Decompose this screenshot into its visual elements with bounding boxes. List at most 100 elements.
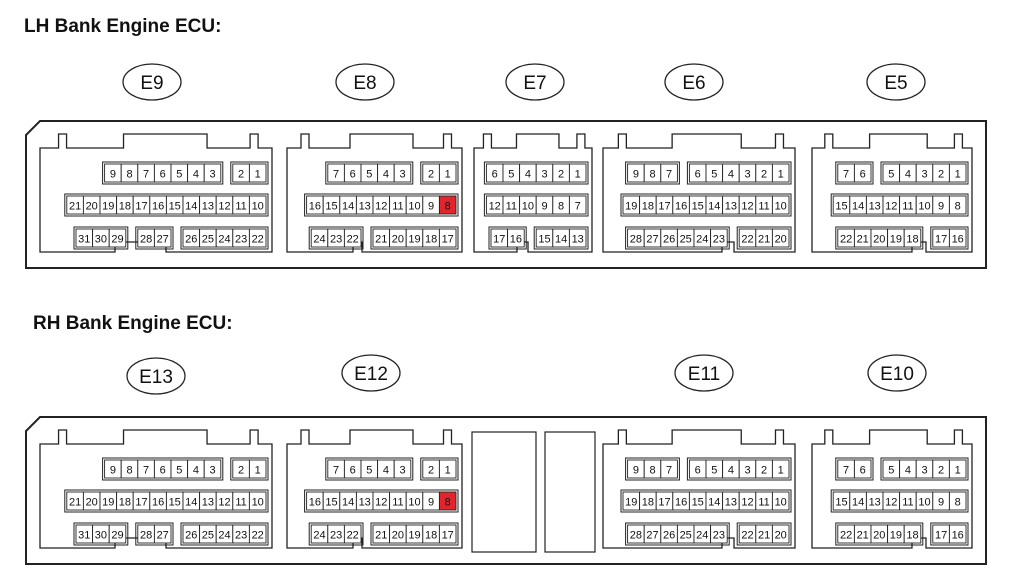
pin-number: 31 <box>78 234 90 246</box>
pin-cell <box>660 163 678 183</box>
pin-number: 12 <box>218 201 230 213</box>
pin-number: 7 <box>143 465 149 477</box>
pin-number: 16 <box>675 201 687 213</box>
pin-number: 22 <box>840 530 852 542</box>
pin-number: 21 <box>857 530 869 542</box>
pin-cell <box>438 459 457 479</box>
connector-label: E13 <box>139 367 173 388</box>
pin-cell <box>393 163 412 183</box>
pin-number: 15 <box>325 497 337 509</box>
connector-label-ellipse <box>867 354 927 392</box>
pin-number: 20 <box>873 530 885 542</box>
pin-row-frame <box>736 522 792 546</box>
pin-number: 5 <box>508 169 514 181</box>
pin-number: 29 <box>111 234 123 246</box>
pin-cell <box>248 491 267 511</box>
pin-number: 3 <box>209 169 215 181</box>
pin-number: 30 <box>95 234 107 246</box>
pin-row-frame <box>620 193 792 217</box>
pin-number: 19 <box>625 497 637 509</box>
pin-cell <box>153 524 172 544</box>
pin-number: 10 <box>918 201 930 213</box>
pin-cell <box>771 163 790 183</box>
pin-number: 4 <box>193 169 199 181</box>
pin-number: 4 <box>193 465 199 477</box>
pin-row-frame <box>230 161 269 185</box>
pin-number: 4 <box>905 169 911 181</box>
pin-number: 4 <box>905 465 911 477</box>
pin-cell <box>108 524 127 544</box>
pin-cell <box>853 459 872 479</box>
connector-label-ellipse <box>866 63 926 101</box>
connector-label: E9 <box>140 73 163 94</box>
pin-cell <box>771 228 790 248</box>
pin-number: 3 <box>209 465 215 477</box>
pin-number: 25 <box>680 530 692 542</box>
pin-number: 5 <box>176 169 182 181</box>
pin-number: 20 <box>86 201 98 213</box>
pin-number: 19 <box>408 530 420 542</box>
pin-row-frame <box>625 226 730 250</box>
pin-number: 18 <box>906 530 918 542</box>
pin-number: 10 <box>522 201 534 213</box>
pin-number: 6 <box>695 169 701 181</box>
pin-cell <box>771 524 790 544</box>
pin-row-frame <box>686 161 792 185</box>
pin-number: 14 <box>185 497 197 509</box>
pin-number: 28 <box>630 530 642 542</box>
pin-number: 16 <box>675 497 687 509</box>
pin-number: 17 <box>658 497 670 509</box>
pin-number: 23 <box>235 530 247 542</box>
pin-row-frame <box>230 457 269 481</box>
pin-number: 8 <box>649 169 655 181</box>
pin-number: 21 <box>69 201 81 213</box>
pin-number: 4 <box>383 465 389 477</box>
pin-number: 9 <box>938 201 944 213</box>
connector-housing <box>811 133 973 253</box>
pin-number: 2 <box>428 169 434 181</box>
pin-row-frame <box>420 457 459 481</box>
pin-number: 24 <box>218 234 230 246</box>
pin-cell <box>438 195 457 215</box>
pin-number: 23 <box>235 234 247 246</box>
pin-number: 6 <box>160 169 166 181</box>
pin-number: 1 <box>955 465 961 477</box>
pin-number: 2 <box>761 465 767 477</box>
pin-number: 5 <box>711 169 717 181</box>
pin-number: 21 <box>375 530 387 542</box>
pin-cell <box>153 228 172 248</box>
pin-number: 8 <box>955 201 961 213</box>
pin-number: 7 <box>666 169 672 181</box>
pin-number: 6 <box>860 169 866 181</box>
pin-number: 2 <box>238 465 244 477</box>
pin-number: 26 <box>185 234 197 246</box>
pin-number: 1 <box>778 465 784 477</box>
pin-number: 22 <box>252 530 264 542</box>
pin-row-frame <box>304 489 459 513</box>
connector-label-ellipse <box>674 354 734 392</box>
pin-number: 2 <box>428 465 434 477</box>
pin-number: 28 <box>140 234 152 246</box>
pin-number: 14 <box>555 234 567 246</box>
pin-number: 20 <box>392 234 404 246</box>
pin-number: 14 <box>342 201 354 213</box>
pin-number: 22 <box>252 234 264 246</box>
pin-cell <box>203 163 222 183</box>
pin-number: 23 <box>713 530 725 542</box>
pin-number: 10 <box>775 497 787 509</box>
pin-number: 27 <box>646 530 658 542</box>
pin-number: 1 <box>778 169 784 181</box>
pin-number: 16 <box>309 201 321 213</box>
rh-ecu-housing <box>25 416 987 565</box>
pin-number: 12 <box>741 497 753 509</box>
connector-housing <box>602 429 796 549</box>
pin-number: 16 <box>952 234 964 246</box>
pin-row-frame <box>488 226 527 250</box>
pin-number: 20 <box>86 497 98 509</box>
pin-number: 6 <box>160 465 166 477</box>
pin-number: 17 <box>935 530 947 542</box>
pin-number: 3 <box>744 169 750 181</box>
pin-cell <box>948 459 967 479</box>
pin-number: 14 <box>342 497 354 509</box>
